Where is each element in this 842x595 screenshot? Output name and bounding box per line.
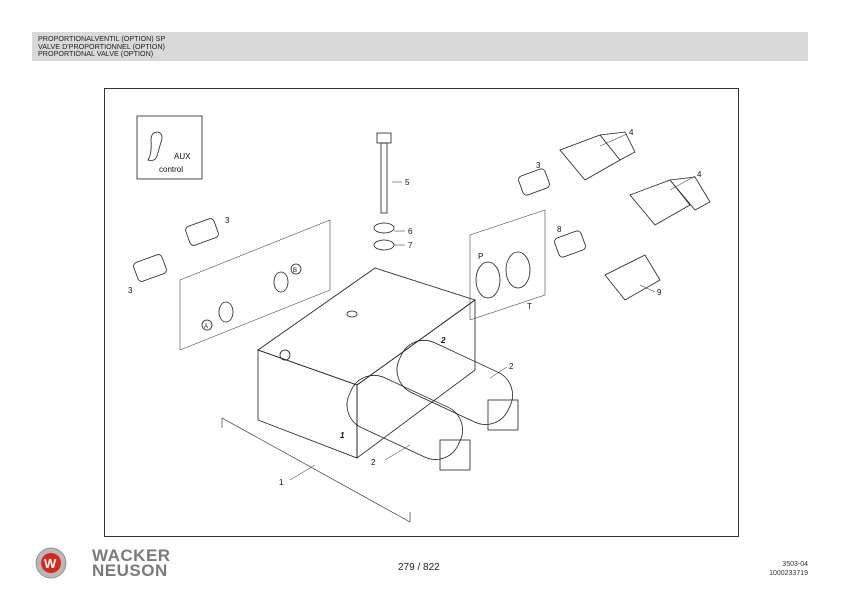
callout-8: 8 [557,225,562,234]
callout-6: 6 [408,227,413,236]
port-p-label: P [478,252,483,261]
callout-3b: 3 [225,216,230,225]
title-fr: VALVE D'PROPORTIONNEL (OPTION) [38,41,165,51]
callout-2b: 2 [371,458,376,467]
port-a-label: A [204,324,208,330]
callout-3a: 3 [536,161,541,170]
callout-1: 1 [279,478,284,487]
doc-code-2: 1000233719 [769,570,808,577]
coil-1-mark: 1 [340,431,345,440]
callout-7: 7 [408,241,413,250]
wacker-neuson-logo: W [35,547,67,579]
aux-label: AUX [174,152,191,161]
solenoids [346,339,519,471]
brand-wordmark: WACKER NEUSON [92,546,171,580]
aux-control-box [136,115,203,180]
plate-left [179,219,331,351]
diagram-frame [104,88,739,537]
callout-4a: 4 [629,128,634,137]
coil-2-mark: 2 [440,336,446,345]
callout-4b: 4 [697,170,702,179]
port-a [218,301,234,323]
plate-right [469,209,546,321]
control-label: control [159,165,183,174]
callout-5: 5 [405,178,410,187]
title-de: PROPORTIONALVENTIL (OPTION) SP [38,34,166,43]
doc-code-1: 3503-04 [782,561,808,568]
valve-block [257,267,476,459]
brand-line-1: WACKER [92,546,171,565]
port-t-label: T [527,302,532,311]
callout-2a: 2 [509,362,514,371]
title-en: PROPORTIONAL VALVE (OPTION) [38,49,154,59]
bolt [373,132,395,251]
port-b [273,271,289,293]
svg-text:W: W [44,556,57,571]
header-bar: PROPORTIONALVENTIL (OPTION) SP VALVE D'P… [32,32,808,61]
port-b-label: B [293,268,297,274]
joystick-icon [147,131,163,161]
brand-line-2: NEUSON [92,561,168,580]
doc-code: 3503-04 1000233719 [769,560,808,578]
page-number: 279 / 822 [398,562,440,573]
callout-3c: 3 [128,286,133,295]
fittings [133,131,711,301]
callout-9: 9 [657,288,662,297]
